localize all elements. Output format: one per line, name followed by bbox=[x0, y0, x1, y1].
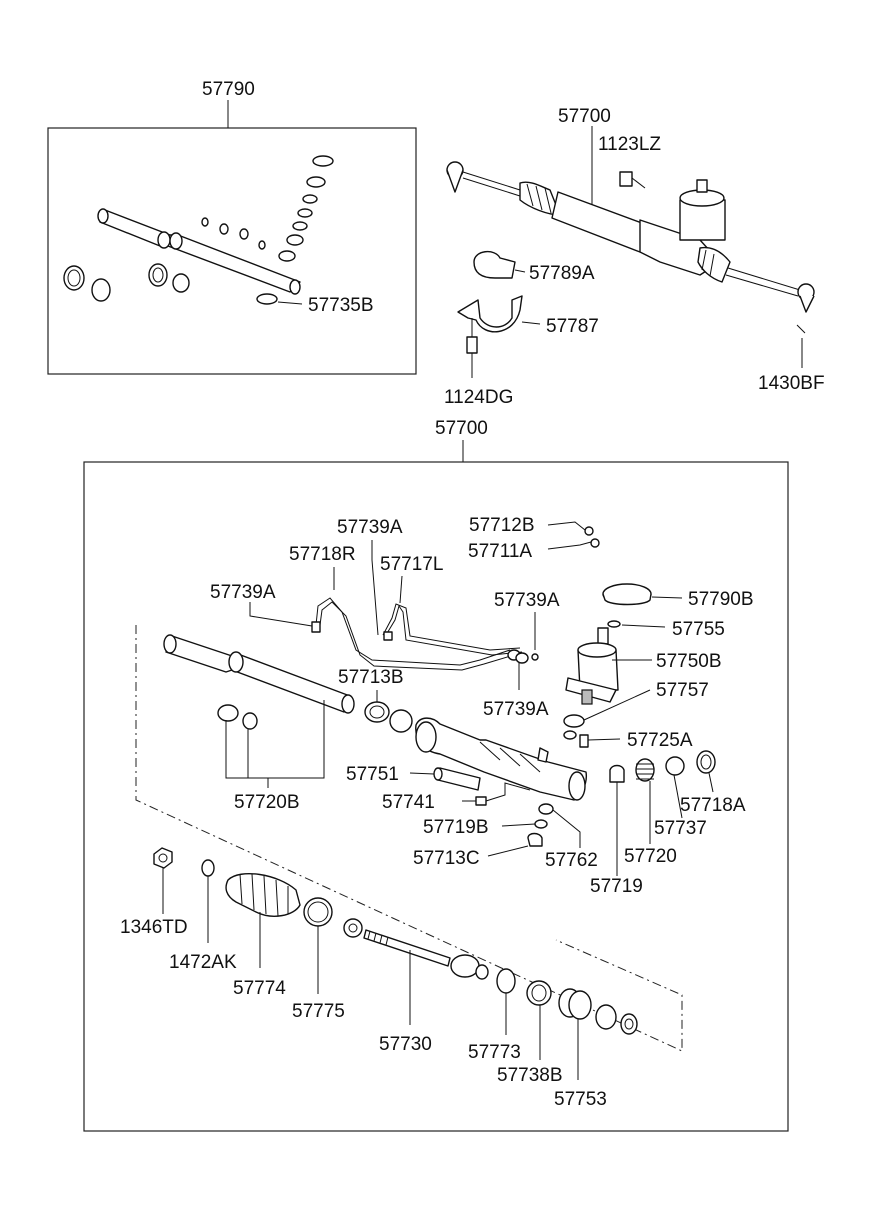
label-57720: 57720 bbox=[624, 846, 677, 867]
label-57739a-1: 57739A bbox=[337, 517, 403, 538]
label-57739a-4: 57739A bbox=[483, 699, 549, 720]
label-57790: 57790 bbox=[202, 79, 255, 100]
label-57700-top: 57700 bbox=[558, 106, 611, 127]
kit-ring bbox=[91, 278, 111, 302]
label-1346td: 1346TD bbox=[120, 917, 188, 938]
part-number-labels: 57790 57735B 57700 1123LZ 57789A 57787 1… bbox=[120, 79, 825, 1110]
label-57719: 57719 bbox=[590, 876, 643, 897]
kit-ring bbox=[63, 265, 85, 291]
label-57735b: 57735B bbox=[308, 295, 374, 316]
gear-housing bbox=[415, 717, 588, 801]
label-57739a-2: 57739A bbox=[210, 582, 276, 603]
label-57718a: 57718A bbox=[680, 795, 746, 816]
main-exploded-view bbox=[83, 440, 789, 1132]
kit-seal-57735b bbox=[256, 293, 278, 305]
label-57713c: 57713C bbox=[413, 848, 480, 869]
label-57712b: 57712B bbox=[469, 515, 535, 536]
seal-kit-frame bbox=[47, 127, 417, 375]
kit-ring bbox=[148, 263, 168, 287]
label-57713b: 57713B bbox=[338, 667, 404, 688]
label-57718r: 57718R bbox=[289, 544, 356, 565]
label-57789a: 57789A bbox=[529, 263, 595, 284]
label-57738b: 57738B bbox=[497, 1065, 563, 1086]
label-57753: 57753 bbox=[554, 1089, 607, 1110]
label-57775: 57775 bbox=[292, 1001, 345, 1022]
boot-57774 bbox=[225, 873, 301, 917]
label-57762: 57762 bbox=[545, 850, 598, 871]
label-57751: 57751 bbox=[346, 764, 399, 785]
label-57730: 57730 bbox=[379, 1034, 432, 1055]
label-1472ak: 1472AK bbox=[169, 952, 237, 973]
label-57755: 57755 bbox=[672, 619, 725, 640]
label-57773: 57773 bbox=[468, 1042, 521, 1063]
label-57725a: 57725A bbox=[627, 730, 693, 751]
label-57737: 57737 bbox=[654, 818, 707, 839]
label-57711a: 57711A bbox=[468, 541, 532, 562]
kit-ring bbox=[172, 273, 190, 293]
seal-kit-rod bbox=[99, 209, 301, 293]
main-frame bbox=[83, 461, 789, 1132]
label-1124dg: 1124DG bbox=[444, 387, 513, 408]
bushing-57789a bbox=[473, 251, 516, 279]
tie-rod-57730 bbox=[363, 929, 451, 967]
label-57739a-3: 57739A bbox=[494, 590, 560, 611]
label-1430bf: 1430BF bbox=[758, 373, 825, 394]
label-57787: 57787 bbox=[546, 316, 599, 337]
gear-assembly-overview bbox=[446, 126, 815, 378]
spring-57720 bbox=[635, 758, 655, 782]
label-1123lz: 1123LZ bbox=[598, 134, 661, 155]
bracket-57787 bbox=[457, 295, 523, 333]
gear-housing-tube bbox=[551, 191, 651, 253]
label-57719b: 57719B bbox=[423, 817, 489, 838]
label-57790b: 57790B bbox=[688, 589, 754, 610]
label-57720b: 57720B bbox=[234, 792, 300, 813]
label-57757: 57757 bbox=[656, 680, 709, 701]
rack-tube-57720b bbox=[165, 635, 351, 713]
kit-seal bbox=[312, 155, 334, 167]
label-57741: 57741 bbox=[382, 792, 435, 813]
label-57774: 57774 bbox=[233, 978, 286, 999]
label-57700-main: 57700 bbox=[435, 418, 488, 439]
label-57750b: 57750B bbox=[656, 651, 722, 672]
label-57717l: 57717L bbox=[380, 554, 443, 575]
seal-kit-57790-group bbox=[47, 100, 417, 375]
